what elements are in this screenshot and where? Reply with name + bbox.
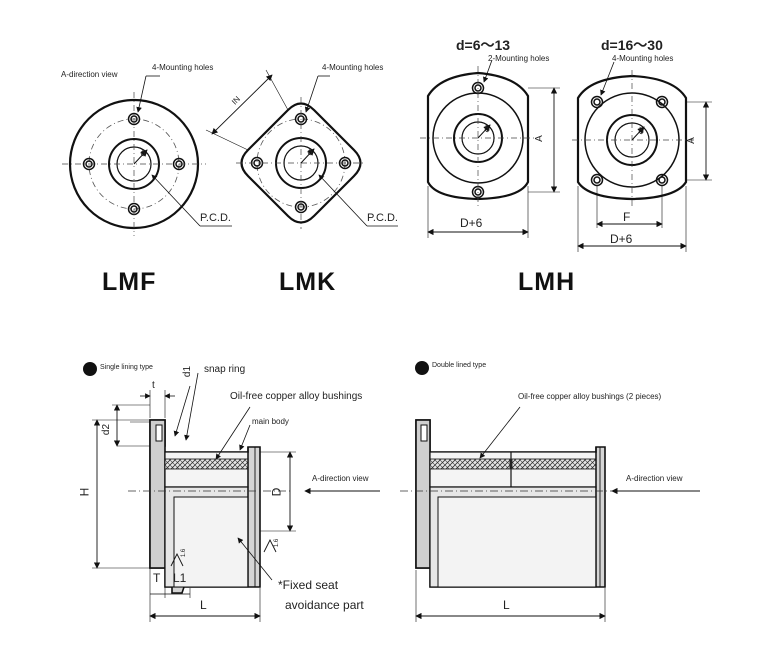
lmh-large-dim-a: A [685,137,697,144]
double-bushings-label: Oil-free copper alloy bushings (2 pieces… [518,392,662,401]
roughness-1: 1.6 [181,548,188,558]
single-bushings-label: Oil-free copper alloy bushings [230,391,363,402]
lmf-title: LMF [102,268,157,296]
lmh-large-holes-label: 4-Mounting holes [612,54,674,63]
double-lined-legend: Double lined type [432,362,487,369]
lmk-front-view [205,69,398,229]
lmf-pcd-label: P.C.D. [200,212,231,224]
double-lined-section [400,361,700,622]
dim-t: t [152,380,155,391]
lmh-small-front-view [420,59,560,238]
lmh-large-front-view [572,61,712,252]
double-dim-l: L [503,598,510,612]
lmh-large-dim-w: D+6 [610,232,633,246]
single-view-label: A-direction view [312,474,369,483]
roughness-2: 1.6 [274,538,281,548]
dim-t-upper: T [153,571,161,585]
dim-d2: d2 [101,423,113,436]
lmf-view-label: A-direction view [61,70,118,79]
lmh-small-holes-label: 2-Mounting holes [488,54,550,63]
lmh-title: LMH [518,268,576,296]
lmf-holes-label: 4-Mounting holes [152,63,214,72]
single-lining-section [83,362,380,622]
lmk-title: LMK [279,268,337,296]
dim-d1: d1 [182,365,194,378]
single-dim-l: L [200,598,207,612]
dim-l1: L1 [173,571,187,585]
lmk-holes-label: 4-Mounting holes [322,63,384,72]
avoidance-note: avoidance part [285,598,364,612]
main-body-label: main body [252,417,289,426]
lmh-large-range: d=16～30 [601,37,663,53]
lmf-front-view [62,75,232,236]
lmh-small-dim-a: A [533,135,545,142]
double-view-label: A-direction view [626,474,683,483]
lmh-small-dim-w: D+6 [460,216,483,230]
single-lining-legend: Single lining type [100,364,153,371]
fixed-seat-note: *Fixed seat [278,578,339,592]
lmh-small-range: d=6～13 [456,37,511,53]
dim-h: H [77,487,92,497]
dim-d: D [269,487,284,497]
lmk-pcd-label: P.C.D. [367,212,398,224]
snap-ring-label: snap ring [204,364,246,375]
lmh-large-dim-f: F [623,210,631,224]
